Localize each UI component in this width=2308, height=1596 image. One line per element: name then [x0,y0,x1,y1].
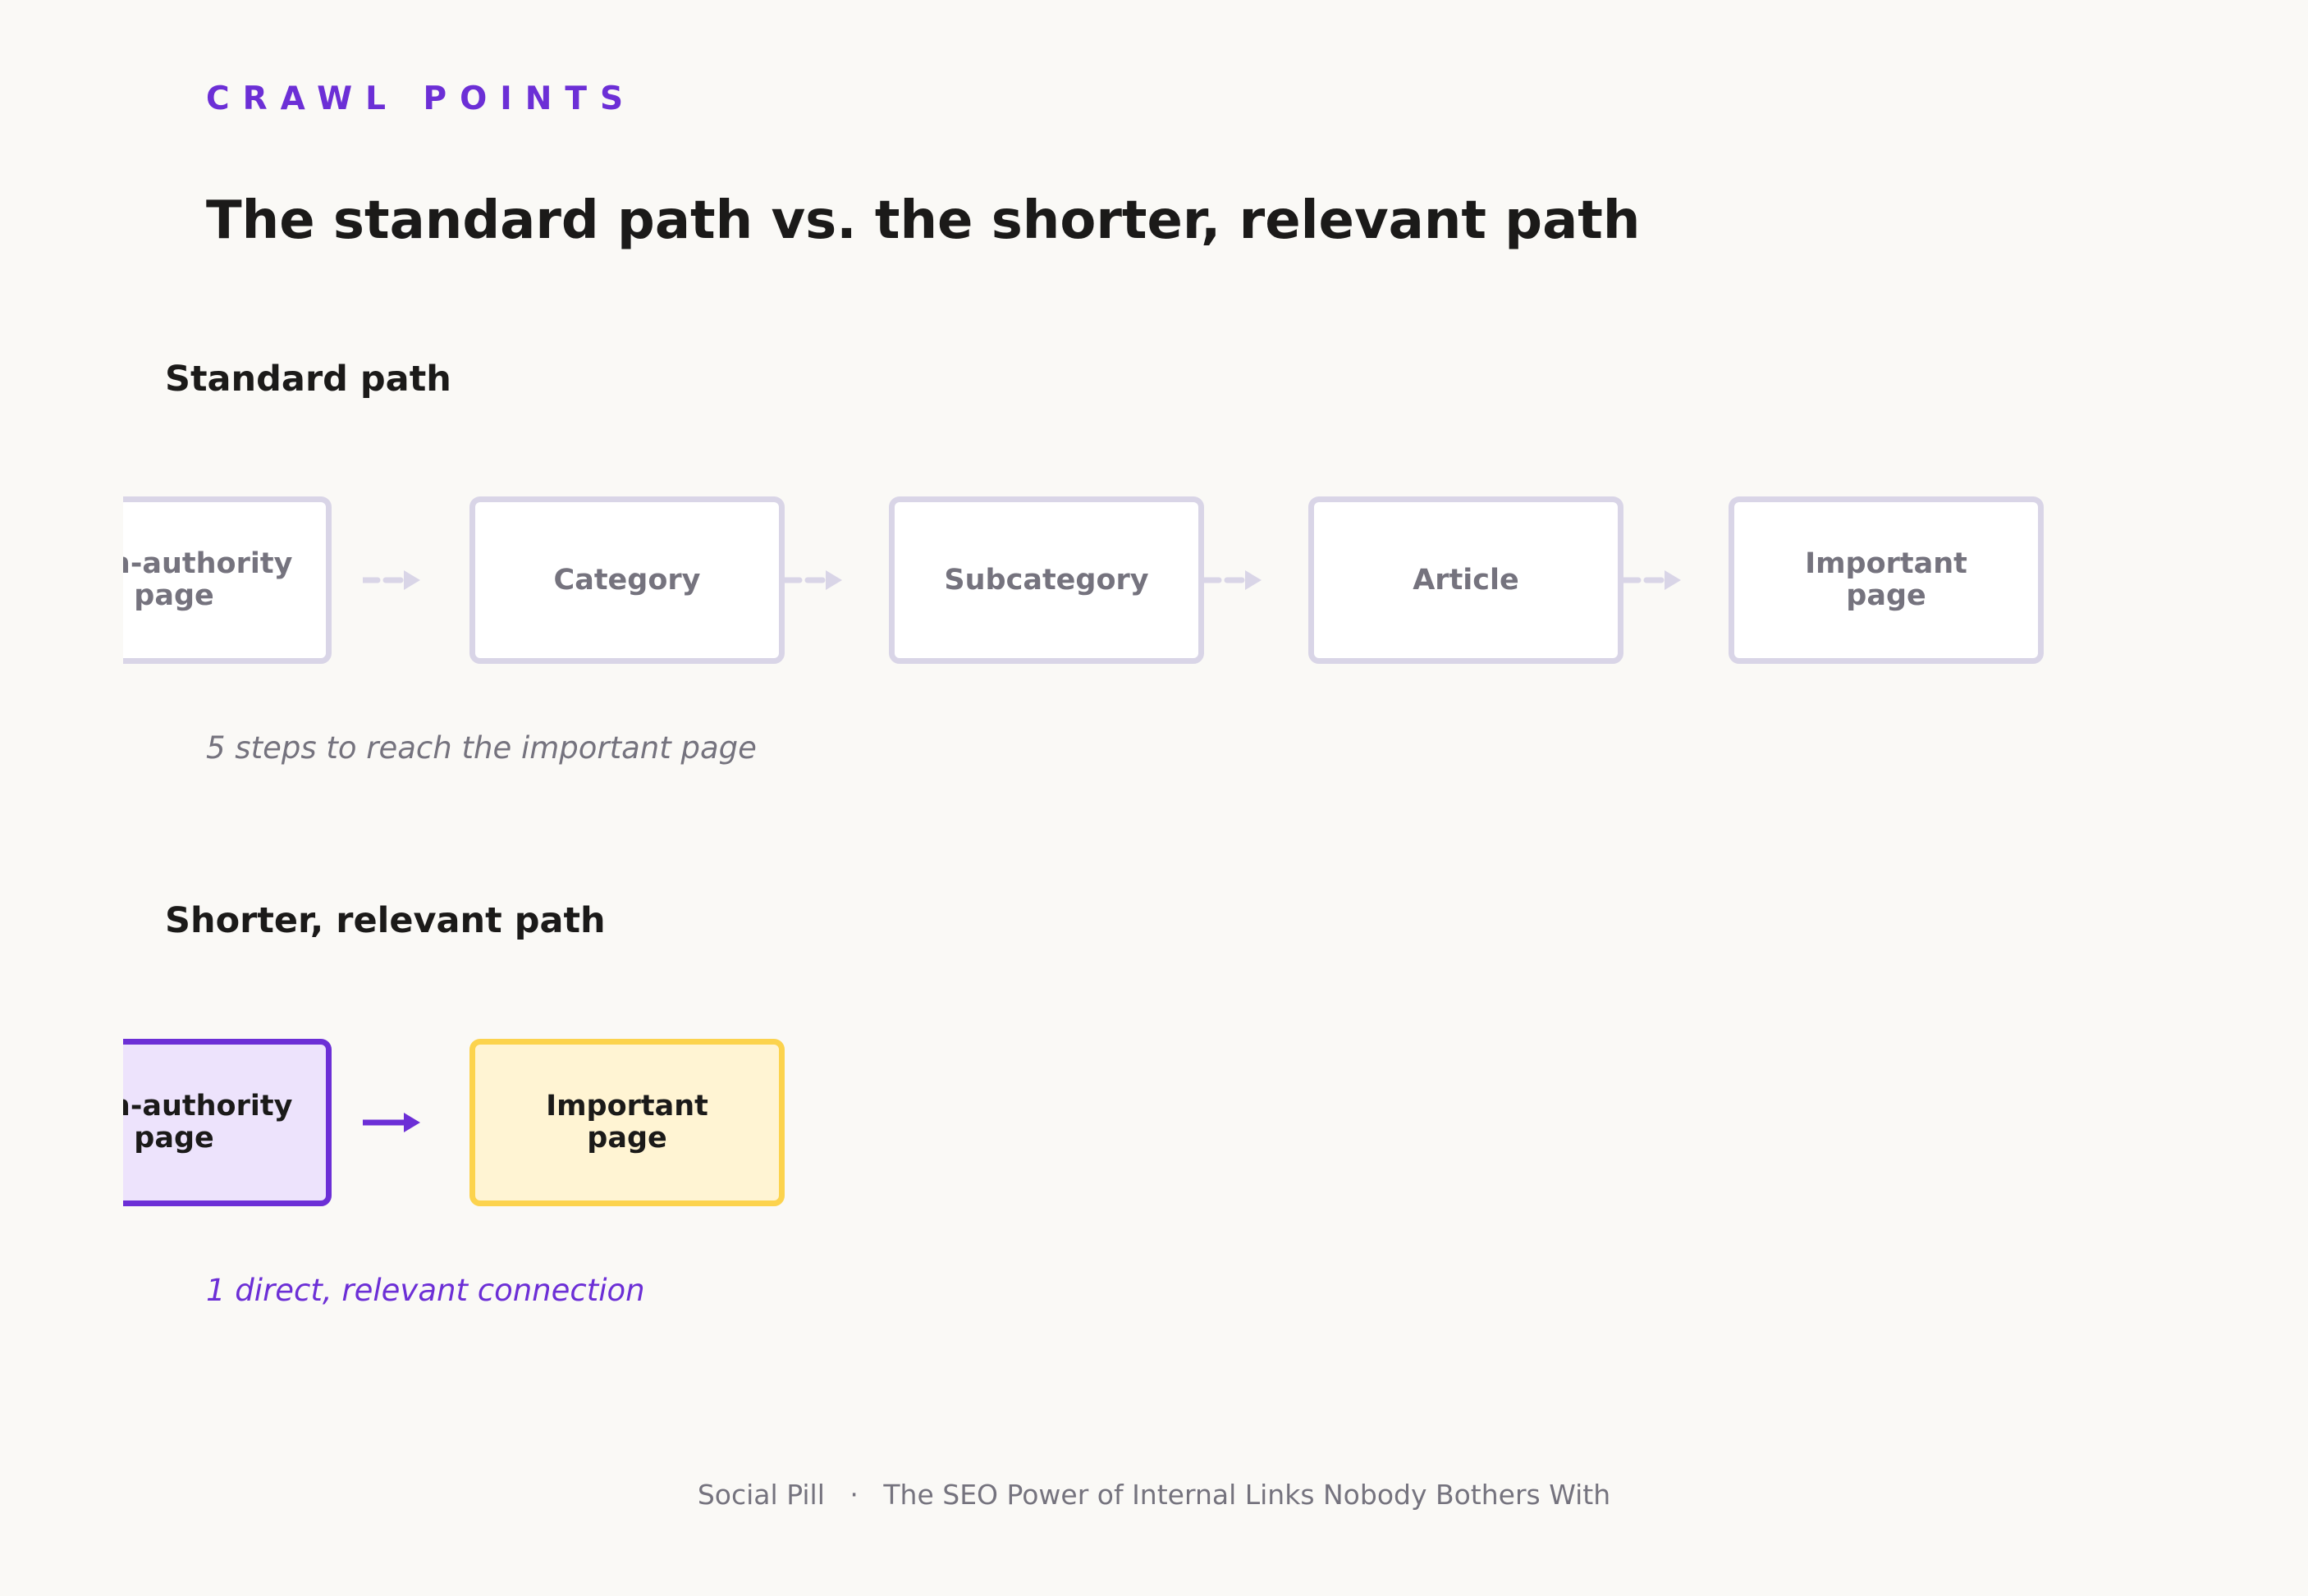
standard-node-subcategory: Subcategory [889,496,1204,664]
standard-node-label: High-authority page [123,547,293,612]
standard-arrow-4 [1623,570,1681,590]
shorter-node-label: Important page [546,1090,708,1155]
footer-separator: · [849,1479,859,1511]
standard-node-label: Article [1413,563,1519,597]
page-title: The standard path vs. the shorter, relev… [206,190,1641,251]
shorter-path-flow: High-authority page Important page [123,1039,2308,1228]
standard-node-label: Subcategory [944,563,1149,597]
shorter-node-important: Important page [469,1039,785,1206]
standard-arrow-1 [363,570,420,590]
standard-node-important: Important page [1729,496,2044,664]
standard-node-high-authority: High-authority page [123,496,332,664]
eyebrow-label: CRAWL POINTS [206,80,637,117]
footer-brand: Social Pill [697,1479,825,1511]
shorter-path-heading: Shorter, relevant path [165,900,606,941]
standard-path-heading: Standard path [165,359,451,400]
standard-node-article: Article [1308,496,1623,664]
standard-path-flow: High-authority page Category Subcategory… [123,496,2308,685]
shorter-node-label: High-authority page [123,1090,293,1155]
standard-node-label: Important page [1805,547,1967,612]
standard-path-caption: 5 steps to reach the important page [206,730,757,766]
standard-arrow-2 [785,570,842,590]
shorter-path-caption: 1 direct, relevant connection [206,1273,645,1308]
shorter-node-high-authority: High-authority page [123,1039,332,1206]
shorter-arrow [363,1113,420,1132]
standard-arrow-3 [1204,570,1262,590]
footer-article-title: The SEO Power of Internal Links Nobody B… [883,1479,1611,1511]
standard-node-label: Category [553,563,701,597]
footer: Social Pill · The SEO Power of Internal … [0,1479,2308,1511]
standard-node-category: Category [469,496,785,664]
